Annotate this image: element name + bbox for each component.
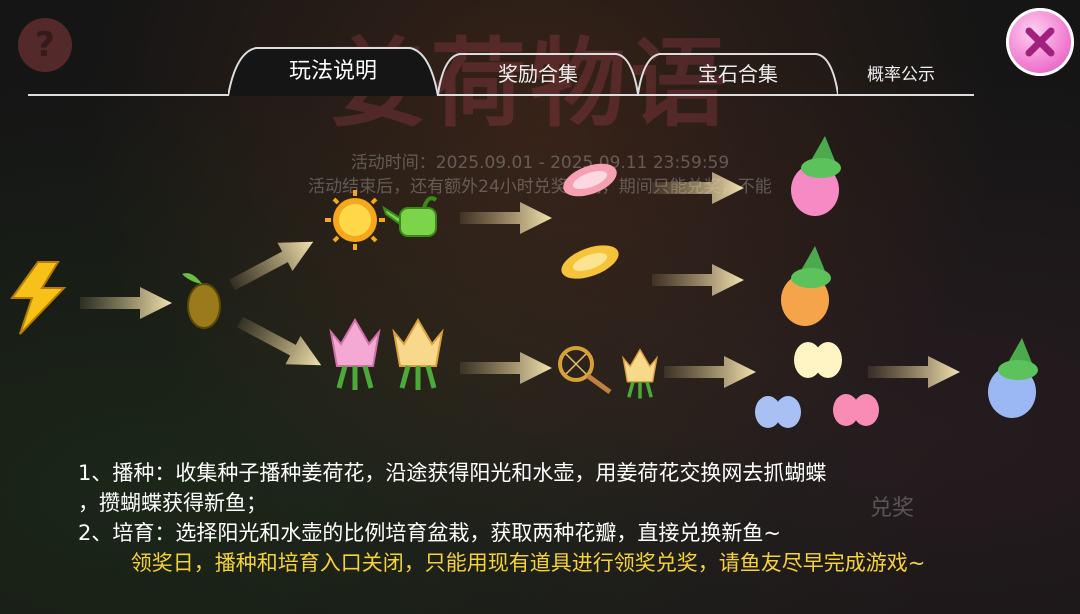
lightning-icon <box>10 261 67 335</box>
tab-bar: 玩法说明 奖励合集 宝石合集 概率公示 <box>28 40 974 98</box>
close-button[interactable] <box>1006 8 1074 76</box>
pink-flower-fish-icon <box>791 136 841 216</box>
yellow-petal-icon <box>561 245 619 279</box>
notice-text: 领奖日，播种和培育入口关闭，只能用现有道具进行领奖兑奖，请鱼友尽早完成游戏~ <box>130 551 926 575</box>
butterfly-net-icon <box>558 346 612 395</box>
pink-petal-icon <box>563 163 617 197</box>
arrow-2 <box>224 227 321 300</box>
blue-flower-fish-icon <box>988 338 1038 418</box>
sun-icon <box>325 190 385 250</box>
description-line-2: ，攒蝴蝶获得新鱼； <box>78 491 267 515</box>
description-line-1: 1、播种：收集种子播种姜荷花，沿途获得阳光和水壶，用姜荷花交换网去抓蝴蝶 <box>78 461 827 485</box>
tab-gems[interactable]: 宝石合集 <box>638 50 838 94</box>
gameplay-description: 1、播种：收集种子播种姜荷花，沿途获得阳光和水壶，用姜荷花交换网去抓蝴蝶 ，攒蝴… <box>78 458 1038 548</box>
arrow-3 <box>232 307 329 380</box>
pink-ginger-flower-icon <box>329 318 381 390</box>
help-icon: ? <box>18 18 72 72</box>
tab-gems-label: 宝石合集 <box>698 61 778 86</box>
event-time: 活动时间：2025.09.01 - 2025.09.11 23:59:59 <box>350 153 730 173</box>
arrow-4 <box>460 202 552 234</box>
exchange-label: 兑奖 <box>870 496 915 521</box>
description-line-3: 2、培育：选择阳光和水壶的比例培育盆栽，获取两种花瓣，直接兑换新鱼~ <box>78 521 781 545</box>
butterfly-icon <box>755 342 879 428</box>
tab-gameplay-label: 玩法说明 <box>288 59 377 84</box>
flow-diagram <box>10 136 1038 428</box>
orange-flower-fish-icon <box>781 246 831 326</box>
arrow-8 <box>664 356 756 388</box>
yellow-ginger-flower-icon <box>392 318 444 390</box>
arrow-6 <box>652 264 744 296</box>
arrow-5 <box>652 172 744 204</box>
tab-probability-label: 概率公示 <box>867 64 935 85</box>
tab-rewards-label: 奖励合集 <box>498 61 578 86</box>
close-icon <box>1025 27 1055 57</box>
tab-underline <box>28 94 974 96</box>
yellow-ginger-flower-small-icon <box>622 348 658 399</box>
tab-probability[interactable]: 概率公示 <box>848 50 954 94</box>
seed-icon <box>182 273 221 329</box>
arrow-9 <box>868 356 960 388</box>
watering-can-icon <box>382 196 438 237</box>
tab-gameplay[interactable]: 玩法说明 <box>228 44 438 96</box>
arrow-1 <box>80 287 172 319</box>
arrow-7 <box>460 352 552 384</box>
tab-rewards[interactable]: 奖励合集 <box>438 50 638 94</box>
